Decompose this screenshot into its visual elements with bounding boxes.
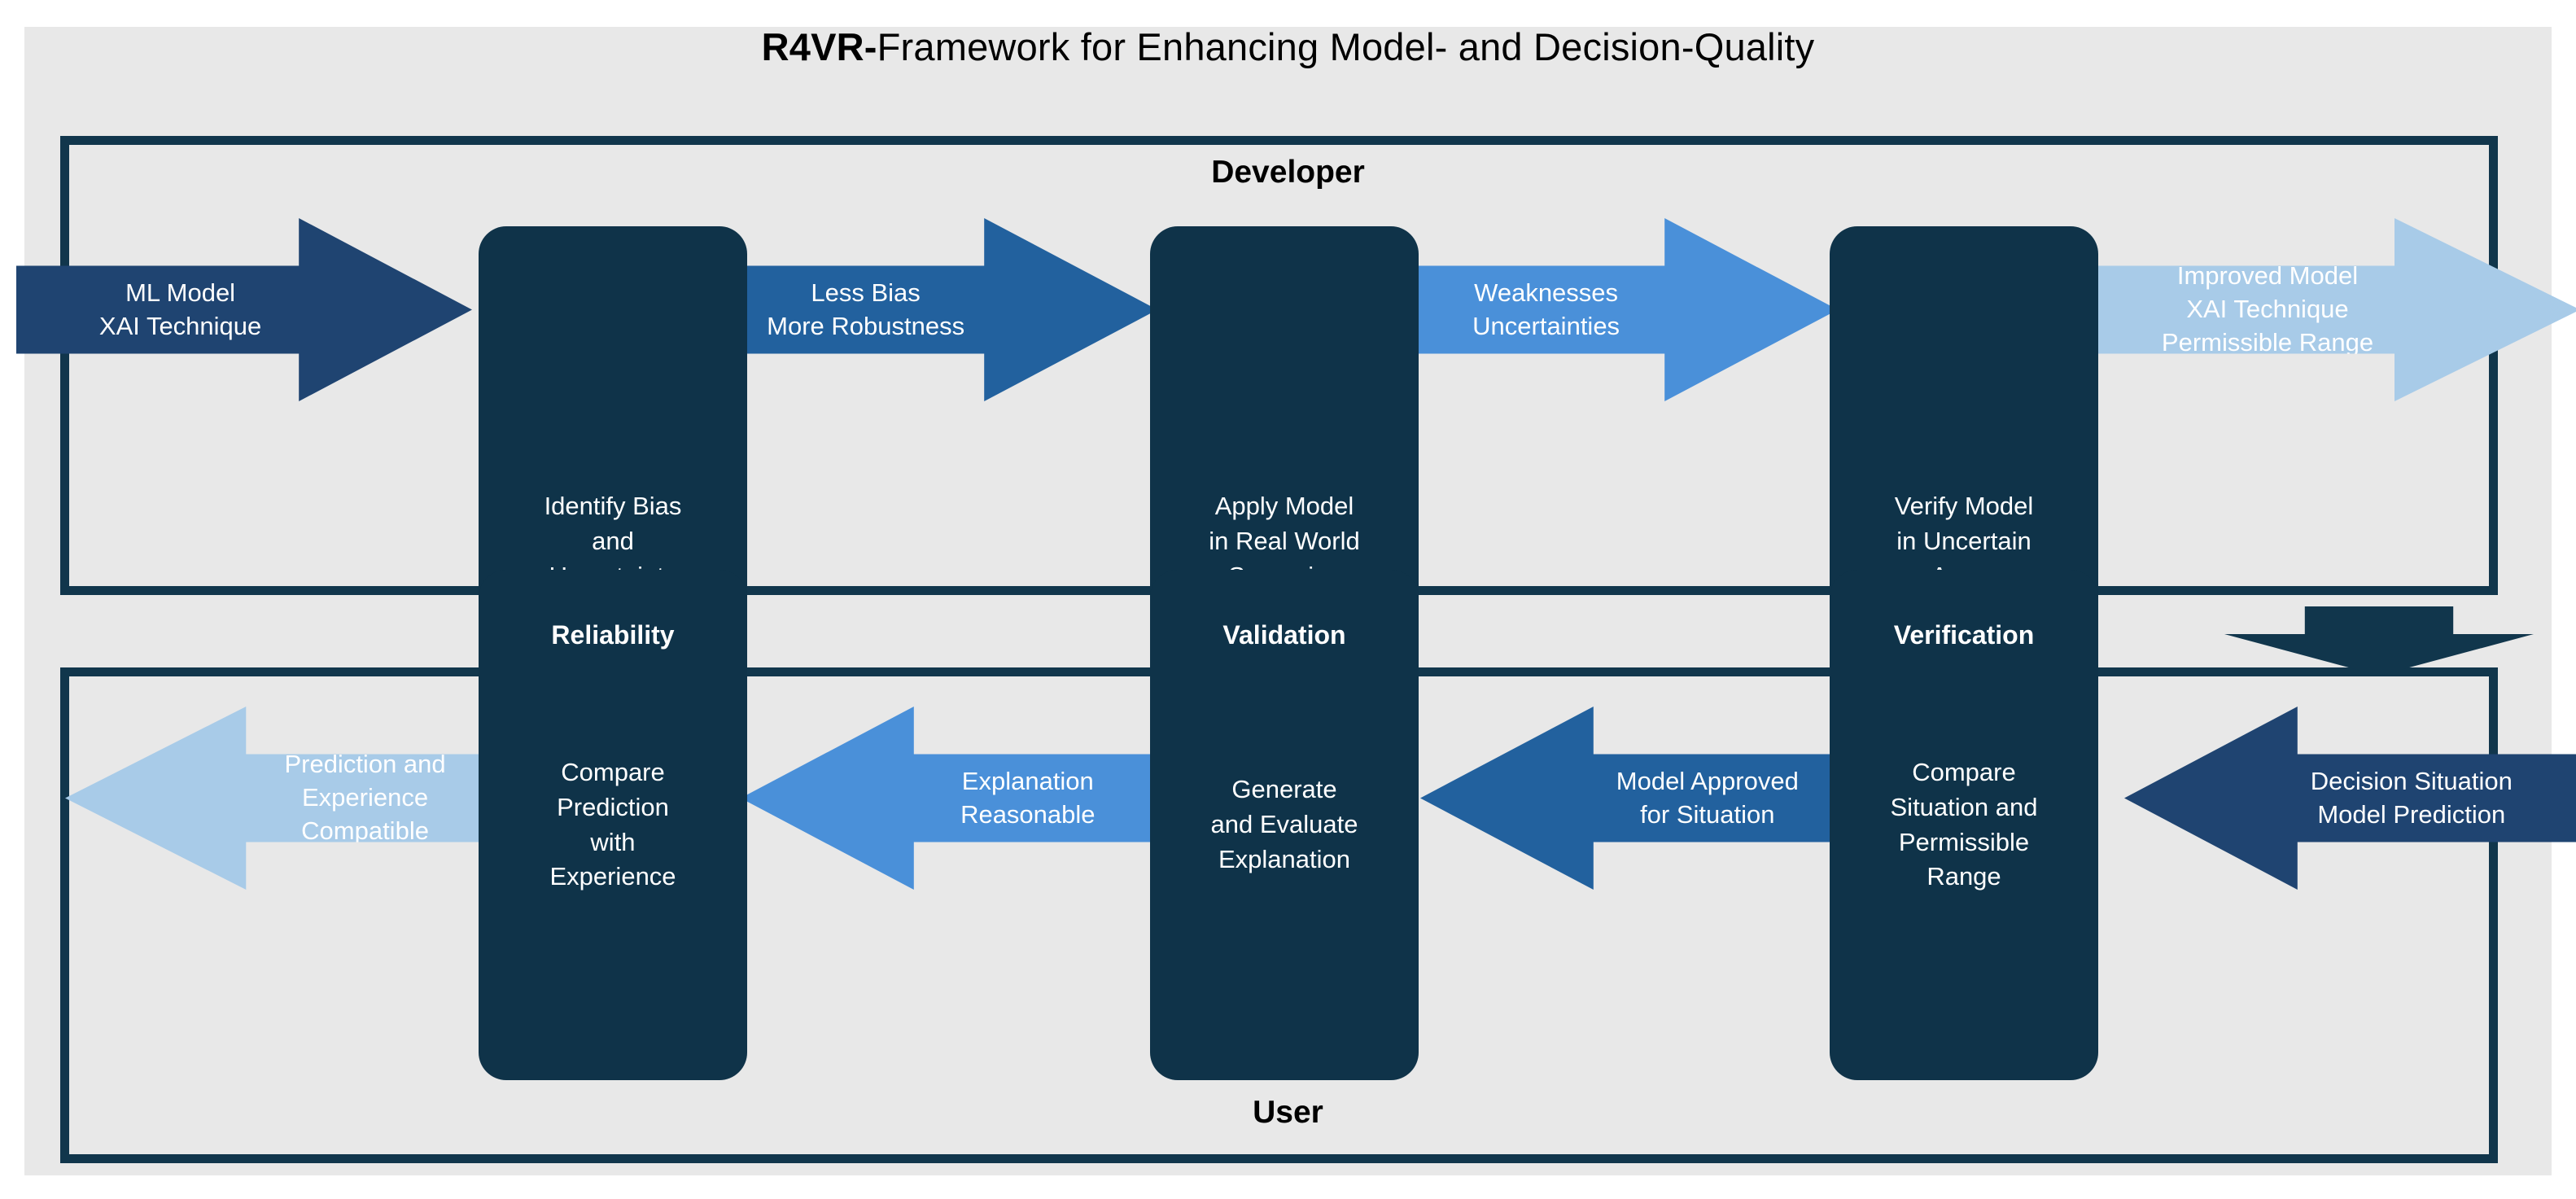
user-label: User xyxy=(1253,1095,1323,1130)
title-strong: R4VR- xyxy=(761,25,877,68)
arrow-label: Decision Situation Model Prediction xyxy=(2310,766,2513,829)
arrow-label: Model Approved for Situation xyxy=(1616,766,1799,829)
title-rest: Framework for Enhancing Model- and Decis… xyxy=(877,25,1815,68)
arrow-label: Explanation Reasonable xyxy=(960,766,1096,829)
box-label: Compare Situation and Permissible Range xyxy=(1890,757,2038,891)
arrow-label: Improved Model XAI Technique Permissible… xyxy=(2161,261,2374,357)
box-label: Compare Prediction with Experience xyxy=(549,757,676,891)
arrow-label: Prediction and Experience Compatible xyxy=(284,750,446,845)
arrow-label: Less Bias More Robustness xyxy=(767,278,965,340)
page-title: R4VR-Framework for Enhancing Model- and … xyxy=(24,24,2552,69)
developer-label: Developer xyxy=(1211,155,1365,190)
box-generate-and-evaluate-explanation[interactable]: Generate and Evaluate Explanation xyxy=(1150,570,1419,1080)
box-label: Generate and Evaluate Explanation xyxy=(1210,775,1358,873)
box-compare-situation-and-permissible-range[interactable]: Compare Situation and Permissible Range xyxy=(1830,570,2098,1080)
arrow-label: Weaknesses Uncertainties xyxy=(1472,278,1620,340)
arrow-label: ML Model XAI Technique xyxy=(98,278,262,340)
box-compare-prediction-with-experience[interactable]: Compare Prediction with Experience xyxy=(479,570,747,1080)
